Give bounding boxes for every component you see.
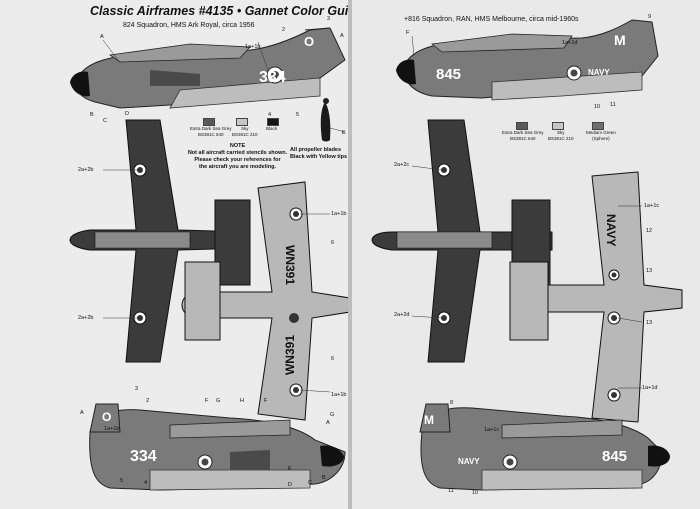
callout-3-bottom: 3	[135, 386, 139, 392]
right-page: +816 Squadron, RAN, HMS Melbourne, circa…	[352, 0, 700, 509]
callout-2a2d-right: 2a+2d	[394, 312, 410, 318]
callout-f-right: F	[406, 30, 410, 36]
left-subtitle: 824 Squadron, HMS Ark Royal, circa 1956	[123, 22, 255, 29]
plan-view-upper	[69, 119, 251, 363]
callout-a-right: A	[340, 33, 344, 39]
side-view-aircraft-bottom-right	[419, 403, 670, 491]
left-page: Classic Airframes #4135 • Gannet Color G…	[0, 0, 348, 509]
callout-g-bottom: G	[216, 398, 221, 404]
callout-d: D	[125, 111, 129, 117]
callout-1a1c-wing-right: 1a+1c	[644, 203, 660, 209]
callout-a-bottom-right: A	[326, 420, 330, 426]
callout-2a2c-right: 2a+2c	[394, 162, 410, 168]
callout-g-bottom-right: G	[330, 412, 335, 418]
left-illustrations	[69, 27, 348, 491]
callout-3-top: 3	[327, 16, 331, 22]
callout-2a2b-lower: 2a+2b	[78, 315, 94, 321]
callout-b: B	[90, 112, 94, 118]
callout-2-bottom: 2	[146, 398, 150, 404]
callout-11-bottom-right: 11	[448, 488, 454, 494]
plan-view-lower	[181, 181, 348, 421]
callout-1a1c-bottom-right: 1a+1c	[484, 427, 500, 433]
side-code-top: 334	[259, 69, 286, 86]
callout-10-right: 10	[594, 104, 601, 110]
side-view-aircraft-top-right	[396, 19, 659, 101]
swatch-extra-dark-sea-grey-right	[516, 122, 528, 130]
right-subtitle: +816 Squadron, RAN, HMS Melbourne, circa…	[404, 16, 579, 23]
callout-5-bottom: 5	[120, 478, 124, 484]
side-letter-bottom-right: M	[424, 413, 434, 427]
navy-wing: NAVY	[604, 214, 618, 247]
callout-e: E	[342, 130, 346, 136]
page-gutter	[348, 0, 352, 509]
callout-6-lower: 6	[331, 356, 335, 362]
navy-bottom: NAVY	[458, 457, 480, 466]
side-letter-bottom: O	[102, 410, 112, 424]
callout-1a1b-bottom: 1a+1b	[104, 426, 120, 432]
swatch-medium-green-right	[592, 122, 604, 130]
callout-10-bottom-right: 10	[472, 490, 479, 496]
callout-1a1b-top: 1a+1b	[245, 44, 261, 50]
callout-2-top: 2	[282, 27, 286, 33]
side-view-aircraft-top	[70, 27, 346, 109]
callout-c-bottom: C	[308, 480, 312, 486]
side-letter-top: O	[304, 34, 315, 49]
callout-a-bottom: A	[80, 410, 84, 416]
propeller-blade	[320, 98, 331, 142]
callout-5-top: 5	[296, 112, 300, 118]
side-code-bottom-right: 845	[602, 448, 628, 465]
side-view-aircraft-bottom	[89, 403, 346, 491]
callout-4-bottom: 4	[144, 480, 148, 486]
propeller-note: All propeller blades Black with Yellow t…	[290, 147, 348, 160]
callout-13-lower-right: 13	[646, 320, 653, 326]
side-code-bottom: 334	[130, 448, 157, 465]
stencil-note: NOTE Not all aircraft carried stencils s…	[187, 143, 288, 170]
callout-d-bottom: D	[288, 482, 292, 488]
navy-top: NAVY	[588, 68, 610, 77]
callout-11-right: 11	[610, 102, 616, 108]
callout-1a1b-wing: 1a+1b	[331, 211, 347, 217]
swatch-label-3: Black	[266, 126, 278, 131]
callout-9-right: 9	[648, 14, 652, 20]
right-illustrations	[371, 19, 683, 491]
callout-2a2b-upper: 2a+2b	[78, 167, 94, 173]
page-title: Classic Airframes #4135 • Gannet Color G…	[90, 4, 348, 18]
swatch-label-right-3: Medium Green(Sphere)	[586, 130, 616, 141]
callout-8-right: 8	[450, 400, 454, 406]
callout-h-bottom: H	[240, 398, 244, 404]
callout-12-right: 12	[646, 228, 653, 234]
swatch-sky-right	[552, 122, 564, 130]
serial-upper: WN391	[283, 245, 297, 286]
plan-view-lower-right	[509, 171, 683, 423]
side-letter-top-right: M	[614, 32, 626, 48]
swatch-black	[267, 118, 279, 126]
serial-lower: WN391	[283, 335, 297, 376]
callout-c: C	[103, 118, 107, 124]
side-code-top-right: 845	[436, 66, 462, 83]
callout-a-top: A	[100, 34, 104, 40]
callout-6: 6	[331, 240, 335, 246]
swatch-sky	[236, 118, 248, 126]
callout-1a1d-top-right: 1a+1d	[562, 40, 578, 46]
callout-f-bottom: F	[205, 398, 209, 404]
swatch-extra-dark-sea-grey	[203, 118, 215, 126]
callout-4-top: 4	[268, 112, 272, 118]
callout-1a1b-tail: 1a+1b	[331, 392, 347, 398]
callout-e-bottom: E	[288, 466, 292, 472]
callout-f-bottom-right: F	[264, 398, 268, 404]
callout-13-right: 13	[646, 268, 653, 274]
callout-1a1d-bottom-right: 1a+1d	[642, 385, 658, 391]
callout-b-bottom: B	[322, 475, 326, 481]
